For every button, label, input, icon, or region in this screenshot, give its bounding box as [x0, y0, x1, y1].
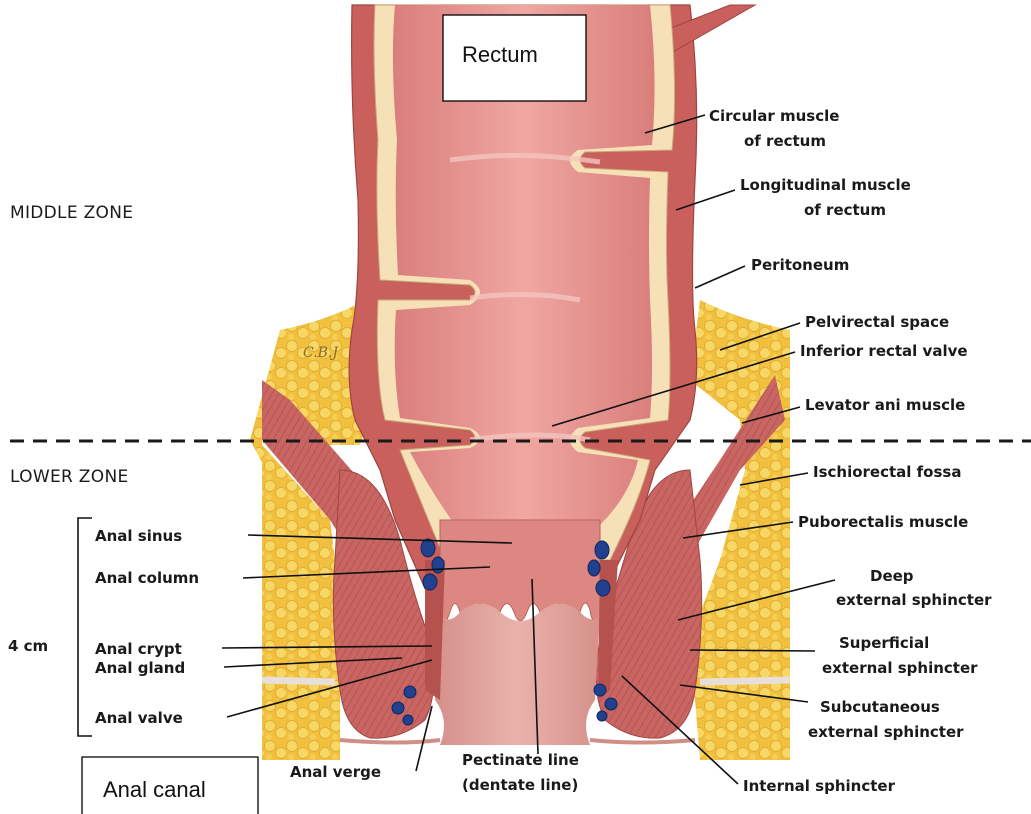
- label-longitudinal-muscle-2: of rectum: [804, 201, 886, 219]
- label-pelvirectal-space: Pelvirectal space: [805, 313, 949, 331]
- label-deep-ext-2: external sphincter: [836, 591, 992, 609]
- label-internal-sphincter: Internal sphincter: [743, 777, 896, 795]
- measure-bracket: [78, 518, 92, 736]
- label-anal-gland: Anal gland: [95, 659, 185, 677]
- middle-zone-label: MIDDLE ZONE: [10, 203, 133, 223]
- rectum-box-label: Rectum: [462, 42, 538, 67]
- label-anal-valve: Anal valve: [95, 709, 183, 727]
- label-anal-verge: Anal verge: [290, 763, 381, 781]
- label-longitudinal-muscle-1: Longitudinal muscle: [740, 176, 911, 194]
- rectum-box: Rectum: [443, 15, 586, 101]
- lower-zone-label: LOWER ZONE: [10, 467, 129, 487]
- label-circular-muscle-2: of rectum: [744, 132, 826, 150]
- skin-band-left: [262, 680, 335, 682]
- label-peritoneum: Peritoneum: [751, 256, 849, 274]
- label-ischiorectal-fossa: Ischiorectal fossa: [813, 463, 961, 481]
- label-pectinate-1: Pectinate line: [462, 751, 579, 769]
- skin-band-right: [700, 680, 790, 682]
- anal-canal-box: Anal canal: [82, 757, 258, 814]
- label-superficial-ext-2: external sphincter: [822, 659, 978, 677]
- label-anal-sinus: Anal sinus: [95, 527, 182, 545]
- label-puborectalis: Puborectalis muscle: [798, 513, 968, 531]
- artist-signature: C.B.J: [303, 345, 339, 361]
- anal-canal-box-label: Anal canal: [103, 777, 206, 802]
- label-anal-crypt: Anal crypt: [95, 640, 182, 658]
- label-circular-muscle-1: Circular muscle: [709, 107, 839, 125]
- measure-label: 4 cm: [8, 637, 48, 655]
- label-pectinate-2: (dentate line): [462, 776, 578, 794]
- label-subcutaneous-ext-2: external sphincter: [808, 723, 964, 741]
- label-inferior-rectal-valve: Inferior rectal valve: [800, 342, 968, 360]
- label-levator-ani: Levator ani muscle: [805, 396, 965, 414]
- anal-canal-lower: [435, 604, 600, 746]
- label-subcutaneous-ext-1: Subcutaneous: [820, 698, 940, 716]
- label-anal-column: Anal column: [95, 569, 199, 587]
- label-deep-ext-1: Deep: [870, 567, 914, 585]
- label-superficial-ext-1: Superficial: [839, 634, 929, 652]
